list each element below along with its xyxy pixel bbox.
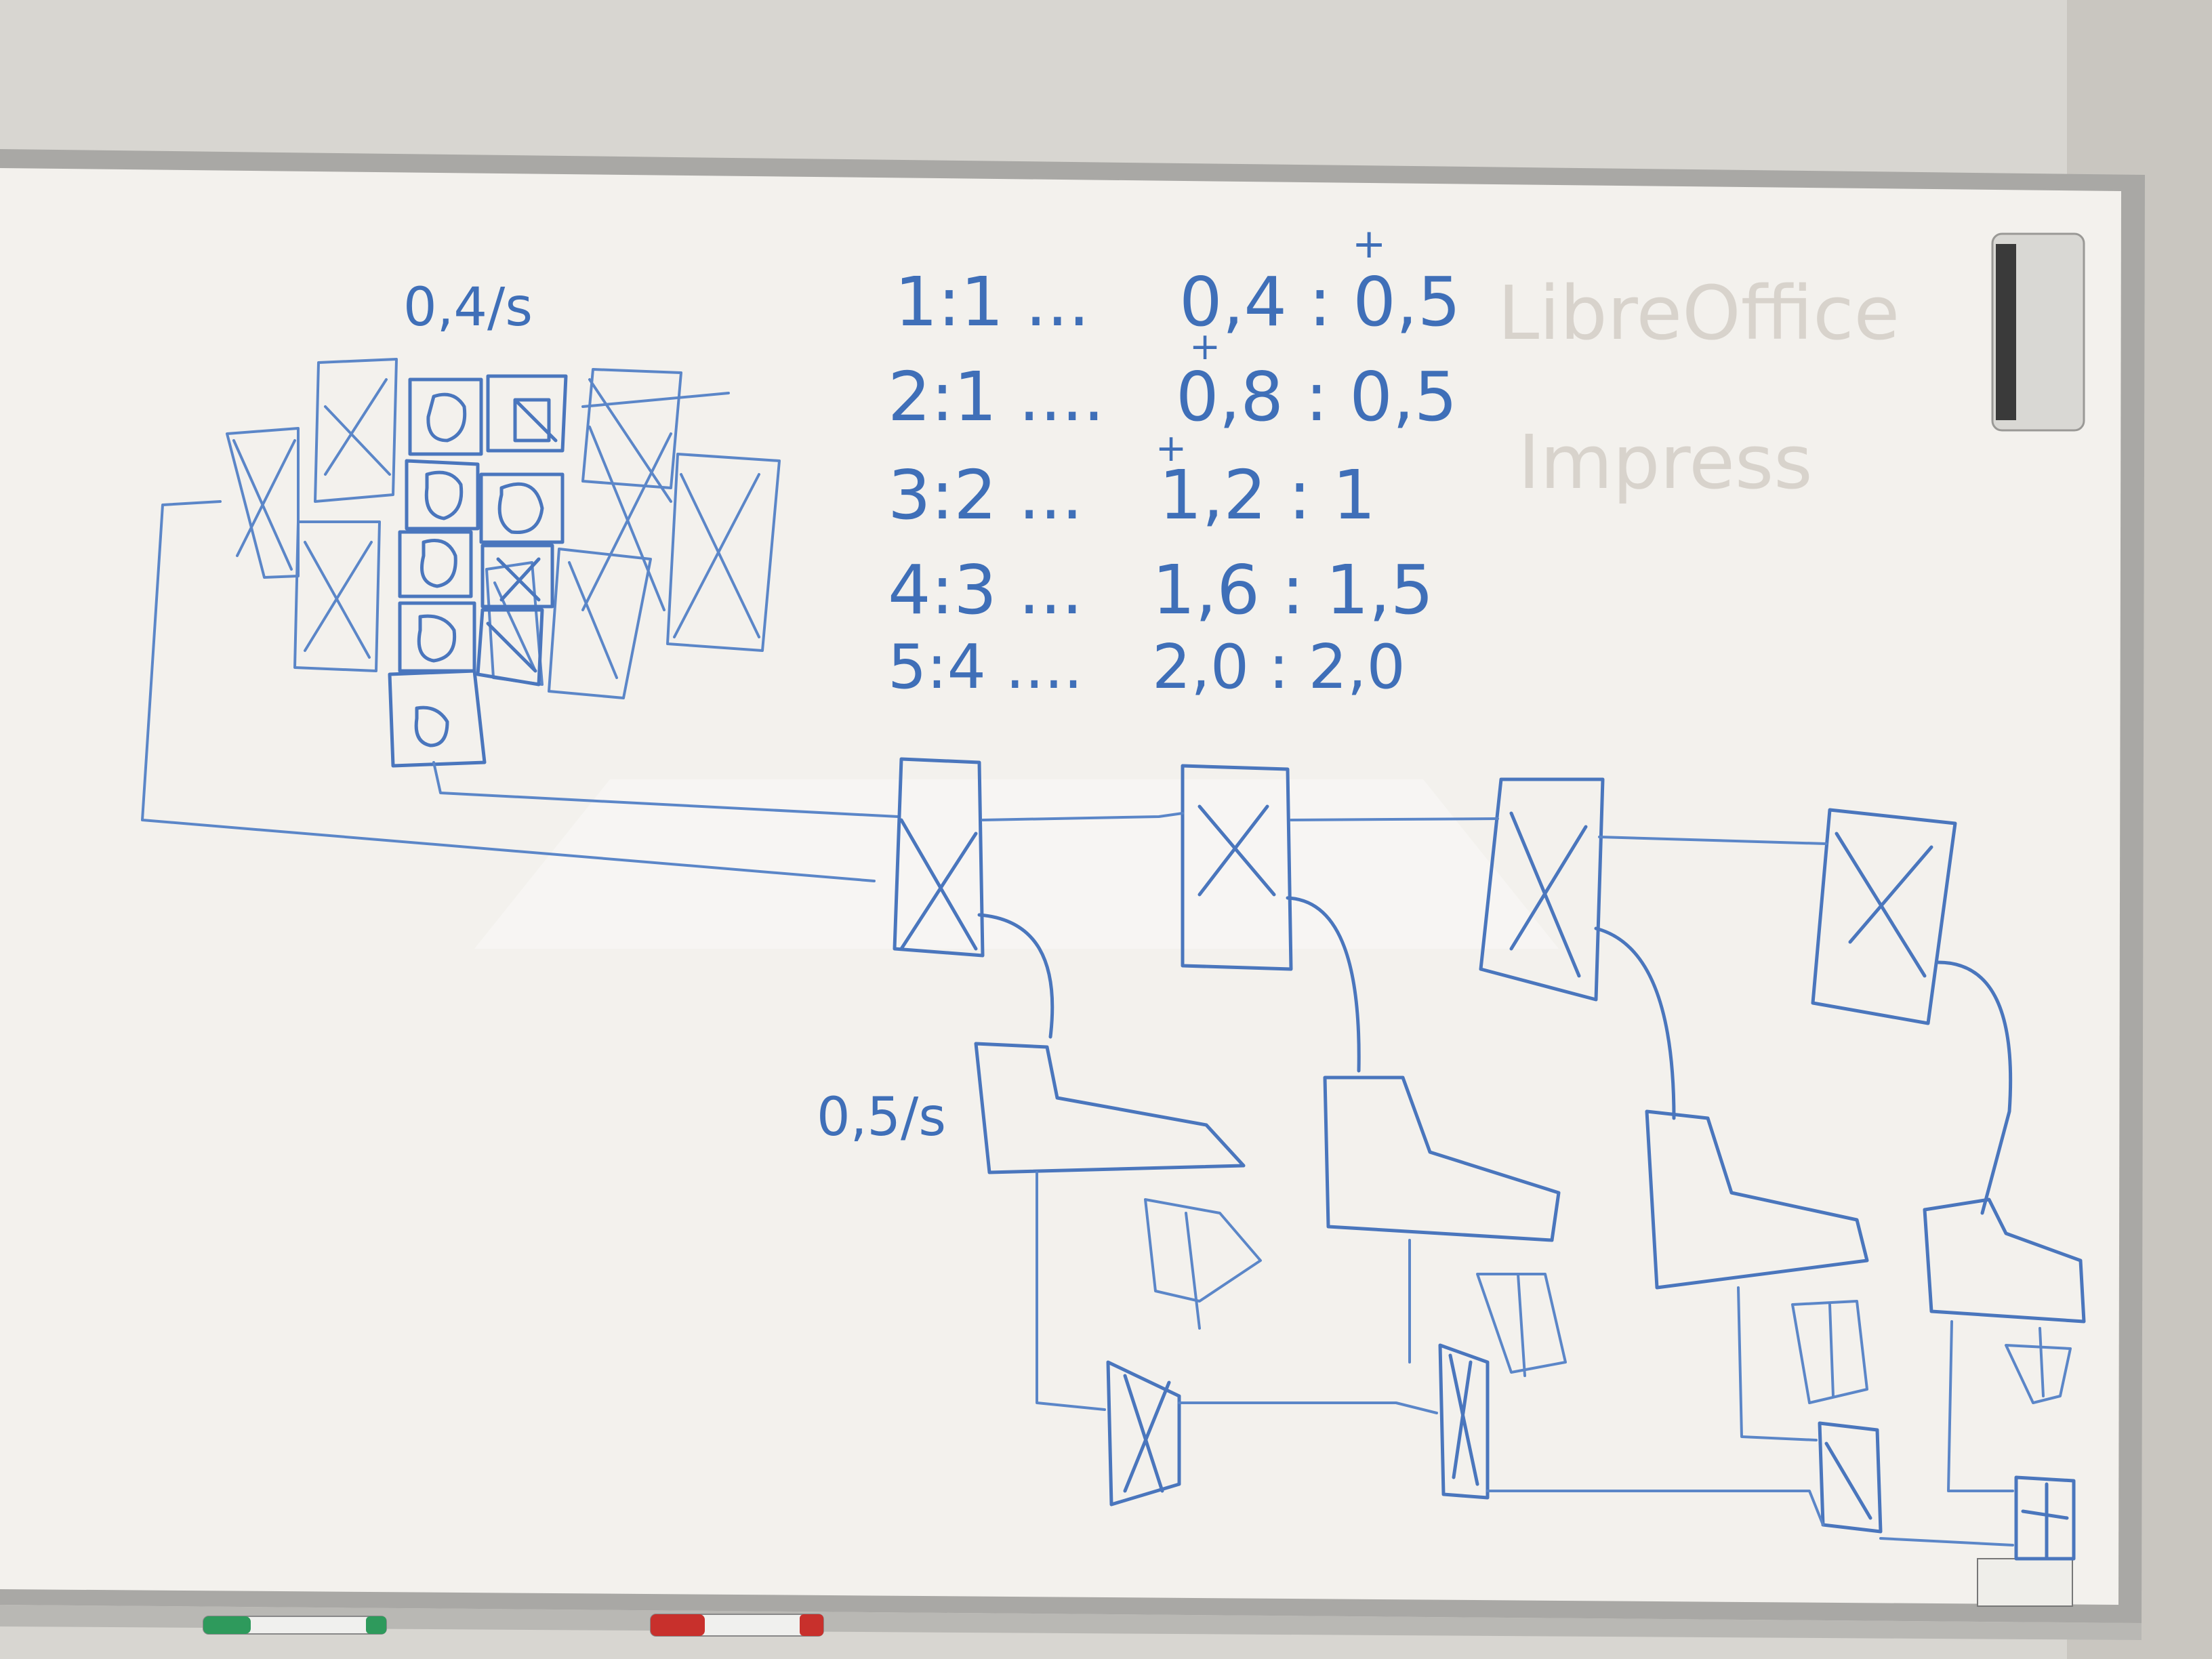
marker-tray (0, 1605, 2142, 1640)
ratio-table: 1:1 ... 0,4 : 0,5 2:1 .... 0,8 : 0,5 3:2… (888, 220, 1460, 703)
plus-mark-2: + (1189, 325, 1221, 368)
ratio-left-5: 5:4 .... (888, 632, 1083, 703)
manufacturer-sticker (1977, 1558, 2073, 1607)
green-marker (203, 1616, 387, 1635)
plus-mark-1: + (1352, 220, 1386, 268)
ratio-right-1: 0,4 : 0,5 (1179, 262, 1460, 342)
board-glare (474, 779, 1559, 949)
faded-text-1: LibreOffice (1498, 270, 1900, 356)
ratio-right-5: 2,0 : 2,0 (1152, 632, 1406, 703)
ratio-left-4: 4:3 ... (888, 550, 1083, 630)
ratio-left-2: 2:1 .... (888, 357, 1105, 436)
ratio-right-3: 1,2 : 1 (1159, 455, 1376, 535)
rate-bottom-label: 0,5/s (817, 1087, 946, 1148)
ratio-right-2: 0,8 : 0,5 (1176, 357, 1457, 436)
queue-grid-sketch (141, 358, 899, 882)
lower-layer-sketch (974, 896, 2086, 1561)
eraser-icon (1991, 232, 2085, 432)
plus-mark-3: + (1155, 426, 1187, 470)
faded-text-2: Impress (1518, 419, 1813, 506)
ratio-left-3: 3:2 ... (888, 455, 1083, 535)
ratio-left-1: 1:1 ... (895, 262, 1090, 342)
ratio-right-4: 1,6 : 1,5 (1152, 550, 1433, 630)
rate-top-label: 0,4/s (403, 277, 533, 338)
server-row-sketch (893, 757, 1957, 1025)
red-marker (650, 1614, 824, 1637)
